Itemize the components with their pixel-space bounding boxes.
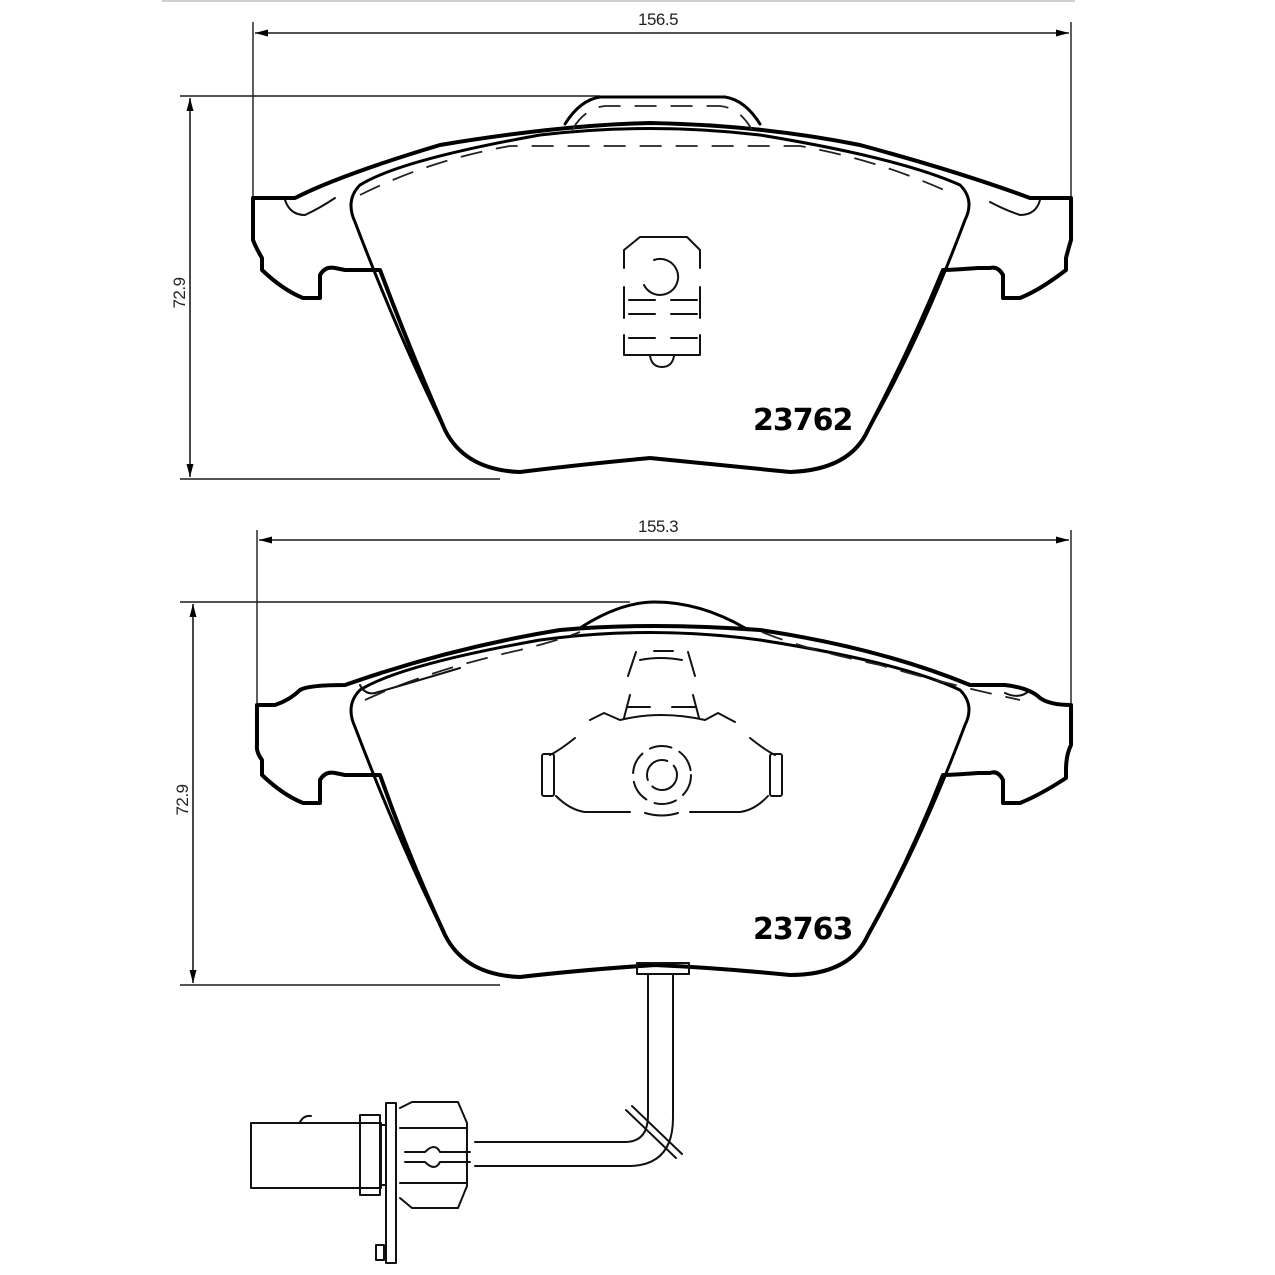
friction-pad-outline — [349, 631, 971, 937]
width-dimension-line — [252, 22, 1072, 200]
width-label-pad-2: 155.3 — [638, 517, 679, 536]
height-label-pad-2: 72.9 — [173, 784, 192, 816]
pad-23763 — [180, 530, 1073, 1264]
pad-23762 — [180, 22, 1073, 480]
tab-hidden-line — [571, 105, 753, 131]
width-dimension-line — [256, 530, 1072, 705]
sensor-connector-icon — [250, 1101, 471, 1264]
ear-detail-right — [989, 199, 1041, 216]
part-number-23762: 23762 — [753, 403, 853, 438]
height-label-pad-1: 72.9 — [170, 277, 189, 309]
friction-pad-outline — [349, 127, 971, 432]
width-label-pad-1: 156.5 — [638, 10, 679, 29]
top-tab — [563, 95, 762, 126]
ear-detail-left — [284, 197, 336, 216]
pad-hidden-line — [359, 145, 956, 196]
top-arc — [578, 600, 747, 630]
ear-detail-right — [1004, 689, 1031, 697]
wear-sensor-cable — [474, 962, 690, 1167]
height-dimension-line — [180, 95, 600, 480]
height-dimension-line — [180, 601, 630, 986]
ear-detail-left — [359, 667, 461, 695]
spring-clip-icon — [623, 236, 701, 368]
part-number-23763: 23763 — [753, 912, 853, 947]
backing-plate-outline — [251, 121, 1073, 474]
backing-plate-outline — [254, 624, 1073, 979]
spring-clip-icon — [541, 650, 783, 817]
